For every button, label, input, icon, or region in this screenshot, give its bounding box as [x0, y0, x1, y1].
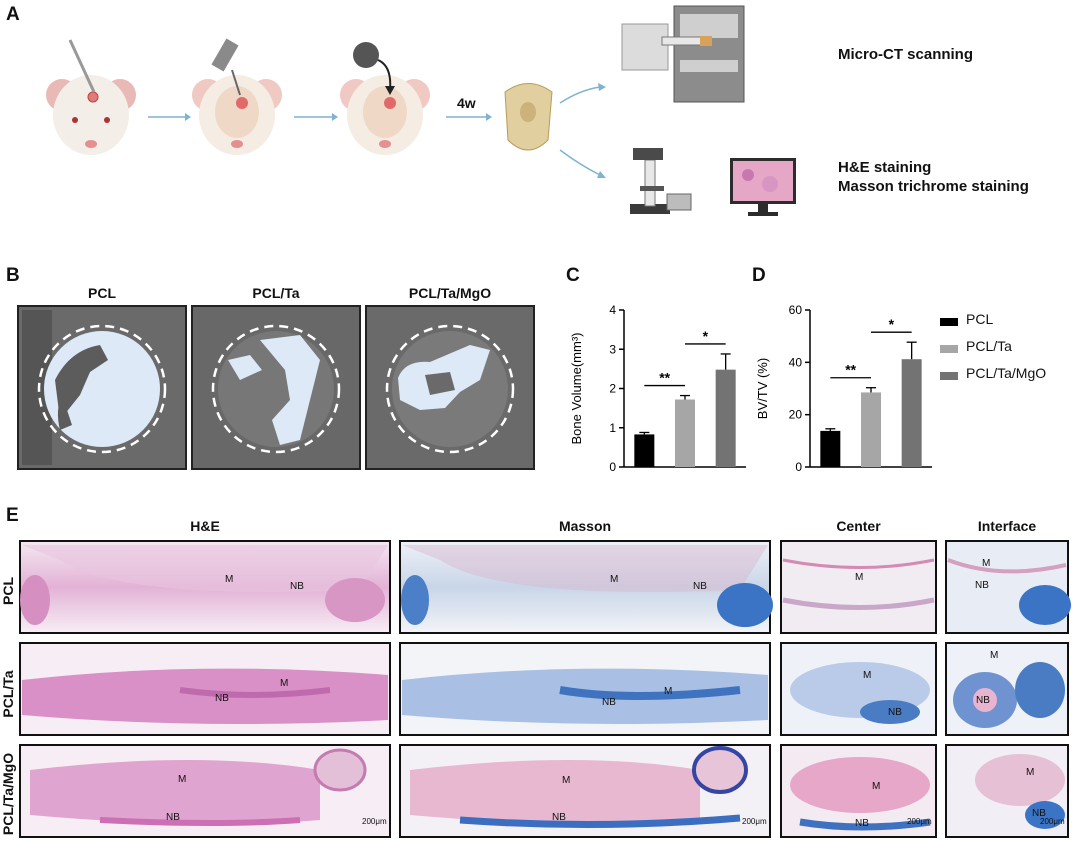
label-nb-center-pcl-ta-mgo: NB — [855, 818, 869, 829]
legend-label-pcl-ta: PCL/Ta — [966, 338, 1012, 354]
label-m-masson-pcl: M — [610, 574, 619, 585]
time-label: 4w — [457, 95, 476, 111]
panel-label-a: A — [6, 4, 20, 25]
micro-ct-label: Micro-CT scanning — [838, 46, 974, 63]
mouse-icon-2 — [192, 38, 282, 155]
bvtv-ytick-label: 0 — [795, 460, 802, 474]
label-nb-masson-pcl-ta: NB — [602, 697, 616, 708]
micro-ct-scanner-icon — [621, 5, 745, 103]
scale-bar-he: 200μm — [362, 817, 387, 826]
column-title-he: H&E — [190, 518, 220, 534]
label-nb-he-pcl-ta-mgo: NB — [166, 812, 180, 823]
microct-title-pcl-ta-mgo: PCL/Ta/MgO — [408, 285, 492, 301]
bvtv-ytick-label: 20 — [789, 408, 803, 422]
mouse-icon-1 — [46, 39, 136, 155]
label-nb-interface-pcl-ta-mgo: NB — [1032, 808, 1046, 819]
bvtv-bar-1 — [861, 392, 881, 467]
he-image-pcl — [19, 540, 391, 634]
label-nb-center-pcl-ta: NB — [888, 707, 902, 718]
bone-volume-ylabel: Bone Volume(mm³) — [569, 333, 584, 445]
legend-label-pcl: PCL — [966, 311, 994, 327]
bone-volume-ytick-label: 4 — [609, 303, 616, 317]
microct-image-pcl-ta-mgo — [365, 305, 535, 470]
masson-image-pcl-ta — [399, 642, 771, 736]
panel-label-c: C — [566, 265, 580, 286]
bone-volume-ytick-label: 1 — [609, 421, 616, 435]
label-m-he-pcl-ta-mgo: M — [178, 774, 187, 785]
legend-swatch-pcl — [940, 318, 958, 326]
label-nb-interface-pcl: NB — [975, 580, 989, 591]
interface-image-pcl — [945, 540, 1071, 634]
label-m-he-pcl: M — [225, 574, 234, 585]
label-m-center-pcl-ta: M — [863, 670, 872, 681]
masson-image-pcl-ta-mgo — [399, 744, 771, 838]
scale-bar-interface: 200μm — [1040, 817, 1065, 826]
label-m-he-pcl-ta: M — [280, 678, 289, 689]
bvtv-sig-label-1: * — [889, 316, 895, 332]
label-m-masson-pcl-ta-mgo: M — [562, 775, 571, 786]
label-nb-he-pcl: NB — [290, 581, 304, 592]
bvtv-ytick-label: 60 — [789, 303, 803, 317]
bone-volume-sig-label-0: ** — [659, 370, 670, 386]
bone-volume-bar-1 — [675, 399, 695, 467]
panel-label-d: D — [752, 265, 766, 286]
row-label-pcl: PCL — [0, 577, 16, 605]
skull-icon — [504, 83, 553, 151]
masson-image-pcl — [399, 540, 773, 634]
microct-image-pcl-ta — [191, 305, 361, 470]
bvtv-ylabel: BV/TV (%) — [755, 358, 770, 419]
label-nb-masson-pcl: NB — [693, 581, 707, 592]
mouse-icon-3 — [340, 42, 430, 155]
label-m-masson-pcl-ta: M — [664, 686, 673, 697]
bvtv-ytick-label: 40 — [789, 355, 803, 369]
masson-staining-label: Masson trichrome staining — [838, 178, 1029, 195]
microct-image-pcl — [17, 305, 187, 470]
microscope-icon — [630, 148, 692, 214]
column-title-masson: Masson — [558, 518, 612, 534]
bone-volume-ytick-label: 2 — [609, 382, 616, 396]
column-title-center: Center — [836, 518, 881, 534]
bvtv-bar-0 — [820, 430, 841, 467]
label-m-center-pcl: M — [855, 572, 864, 583]
bone-volume-ytick-label: 3 — [609, 342, 616, 356]
label-nb-he-pcl-ta: NB — [215, 693, 229, 704]
scale-bar-masson: 200μm — [742, 817, 767, 826]
label-nb-interface-pcl-ta: NB — [976, 695, 990, 706]
label-m-center-pcl-ta-mgo: M — [872, 781, 881, 792]
bone-volume-sig-label-1: * — [703, 328, 709, 344]
label-m-interface-pcl: M — [982, 558, 991, 569]
row-label-pcl-ta: PCL/Ta — [0, 670, 16, 718]
bvtv-sig-label-0: ** — [845, 362, 856, 378]
legend-swatch-pcl-ta-mgo — [940, 372, 958, 380]
scale-bar-center: 200μm — [907, 817, 932, 826]
label-nb-masson-pcl-ta-mgo: NB — [552, 812, 566, 823]
bone-volume-ytick-label: 0 — [609, 460, 616, 474]
legend-label-pcl-ta-mgo: PCL/Ta/MgO — [966, 365, 1047, 381]
column-title-interface: Interface — [977, 518, 1037, 534]
bvtv-bar-2 — [901, 359, 922, 467]
microct-title-pcl: PCL — [88, 285, 116, 301]
he-staining-label: H&E staining — [838, 159, 932, 176]
he-image-pcl-ta — [19, 642, 391, 736]
microct-title-pcl-ta: PCL/Ta — [252, 285, 300, 301]
bone-volume-bar-2 — [715, 369, 736, 467]
label-m-interface-pcl-ta: M — [990, 650, 999, 661]
monitor-icon — [730, 158, 796, 216]
bone-volume-bar-0 — [634, 434, 655, 467]
center-image-pcl-ta — [780, 642, 937, 736]
row-label-pcl-ta-mgo: PCL/Ta/MgO — [0, 752, 16, 836]
panel-label-b: B — [6, 265, 20, 286]
center-image-pcl — [780, 540, 937, 634]
panel-label-e: E — [6, 505, 19, 526]
he-image-pcl-ta-mgo — [19, 744, 391, 838]
legend-swatch-pcl-ta — [940, 345, 958, 353]
label-m-interface-pcl-ta-mgo: M — [1026, 767, 1035, 778]
interface-image-pcl-ta — [945, 642, 1069, 736]
